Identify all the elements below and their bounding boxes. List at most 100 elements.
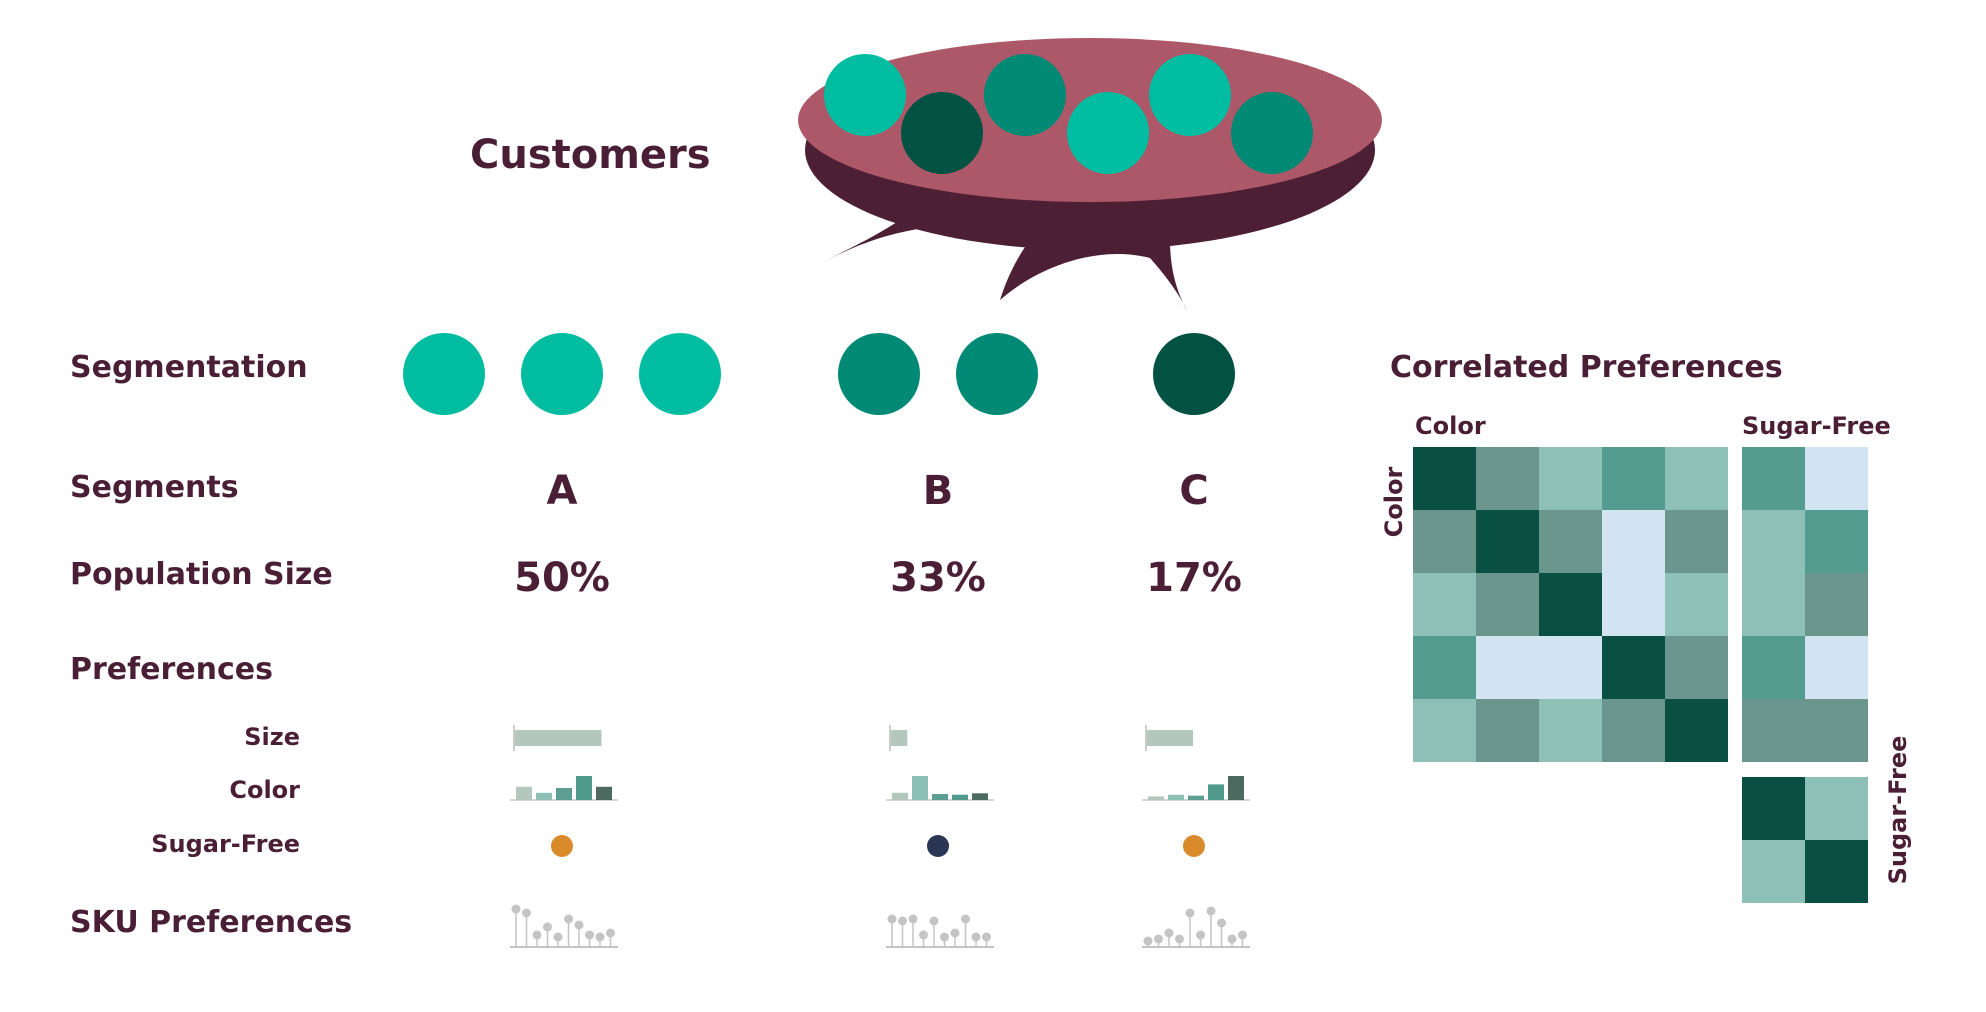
preference-charts-b <box>886 725 994 948</box>
preference-charts-c <box>1142 725 1250 948</box>
segment-letter-a: A <box>547 468 578 514</box>
matrix-cell-color-color <box>1413 510 1476 573</box>
segment-column-b: B 33% <box>890 468 986 601</box>
customer-dot <box>984 54 1066 136</box>
matrix-cell-color-color <box>1539 447 1602 510</box>
color-bar <box>1208 784 1224 800</box>
matrix-cell-color-color <box>1413 447 1476 510</box>
matrix-cell-color-sugar <box>1742 699 1805 762</box>
matrix-cell-color-color <box>1476 699 1539 762</box>
customer-dot <box>824 54 906 136</box>
sku-dot <box>606 928 615 938</box>
sku-dot <box>1206 906 1216 916</box>
matrix-cell-color-color <box>1476 636 1539 699</box>
segment-dot-c <box>1153 333 1235 415</box>
matrix-cell-color-color <box>1602 447 1665 510</box>
matrix-cell-sugar-sugar <box>1742 840 1805 903</box>
color-bar <box>576 776 592 800</box>
matrix-cell-color-sugar <box>1805 636 1868 699</box>
matrix-cell-color-color <box>1539 573 1602 636</box>
matrix-cell-color-sugar <box>1742 573 1805 636</box>
matrix-cell-color-color <box>1413 573 1476 636</box>
row-label-segments: Segments <box>70 470 239 505</box>
matrix-cell-color-color <box>1665 636 1728 699</box>
segmentation-dots <box>403 333 1235 415</box>
sku-dot <box>929 916 939 926</box>
matrix-cell-color-sugar <box>1742 510 1805 573</box>
sku-dot <box>908 914 918 924</box>
size-bar <box>1147 730 1194 746</box>
row-label-segmentation: Segmentation <box>70 350 308 385</box>
segment-letter-c: C <box>1179 468 1208 514</box>
matrix-cell-color-sugar <box>1805 510 1868 573</box>
matrix-cell-color-sugar <box>1805 573 1868 636</box>
sku-dot <box>1143 936 1153 946</box>
color-bar <box>892 792 908 800</box>
customer-dot <box>1149 54 1231 136</box>
color-bar <box>912 776 928 800</box>
color-bar <box>932 794 948 800</box>
sku-dot <box>574 920 584 930</box>
sugar-free-dot <box>927 835 949 857</box>
matrix-cell-color-color <box>1539 510 1602 573</box>
row-label-preferences: Preferences <box>70 652 273 687</box>
color-bar <box>1148 796 1164 800</box>
sku-dot <box>543 922 552 932</box>
matrix-cell-color-color <box>1665 699 1728 762</box>
preference-charts-a <box>510 725 618 948</box>
customer-dot <box>901 92 983 174</box>
sku-dot <box>511 904 521 914</box>
color-bar <box>516 786 532 800</box>
sku-dot <box>887 914 897 924</box>
sugar-free-dot <box>551 835 573 857</box>
matrix-cell-sugar-sugar <box>1742 777 1805 840</box>
correlation-matrix <box>1413 447 1868 903</box>
row-label-color: Color <box>229 776 300 804</box>
matrix-cell-color-color <box>1476 573 1539 636</box>
row-label-size: Size <box>244 723 300 751</box>
sku-dot <box>595 932 605 942</box>
color-bar <box>1168 794 1184 800</box>
matrix-cell-color-color <box>1476 447 1539 510</box>
size-bar <box>515 730 602 746</box>
sku-dot <box>971 932 981 942</box>
row-label-sku: SKU Preferences <box>70 905 352 940</box>
sku-dot <box>940 932 949 942</box>
customers-title: Customers <box>470 132 711 178</box>
row-label-sugar-free: Sugar-Free <box>151 830 300 858</box>
color-bar <box>536 792 552 800</box>
correlation-title: Correlated Preferences <box>1390 350 1783 385</box>
row-label-population: Population Size <box>70 557 333 592</box>
matrix-cell-color-sugar <box>1742 636 1805 699</box>
matrix-top-color-label: Color <box>1415 412 1486 440</box>
sku-dot <box>898 916 907 926</box>
matrix-cell-color-color <box>1665 510 1728 573</box>
sku-dot <box>982 932 991 942</box>
customer-dot <box>1231 92 1313 174</box>
sku-dot <box>585 930 594 940</box>
segment-dot-a <box>403 333 485 415</box>
sku-dot <box>919 930 928 940</box>
sku-dot <box>1185 908 1195 918</box>
sku-dot <box>961 914 970 924</box>
matrix-cell-color-color <box>1539 636 1602 699</box>
matrix-cell-color-color <box>1602 510 1665 573</box>
matrix-side-color-label: Color <box>1380 467 1408 538</box>
sku-dot <box>532 930 542 940</box>
segment-dot-b <box>956 333 1038 415</box>
matrix-top-sugar-label: Sugar-Free <box>1742 412 1891 440</box>
sku-dot <box>553 932 563 942</box>
customer-dots <box>824 54 1313 174</box>
matrix-cell-sugar-sugar <box>1805 840 1868 903</box>
matrix-cell-color-color <box>1602 699 1665 762</box>
population-c: 17% <box>1146 555 1242 601</box>
matrix-cell-color-color <box>1539 699 1602 762</box>
sku-dot <box>564 914 573 924</box>
matrix-cell-color-color <box>1665 447 1728 510</box>
matrix-cell-color-sugar <box>1805 699 1868 762</box>
matrix-cell-color-color <box>1665 573 1728 636</box>
matrix-cell-color-color <box>1602 573 1665 636</box>
color-bar <box>972 793 988 800</box>
customer-dot <box>1067 92 1149 174</box>
sku-dot <box>1196 930 1205 940</box>
